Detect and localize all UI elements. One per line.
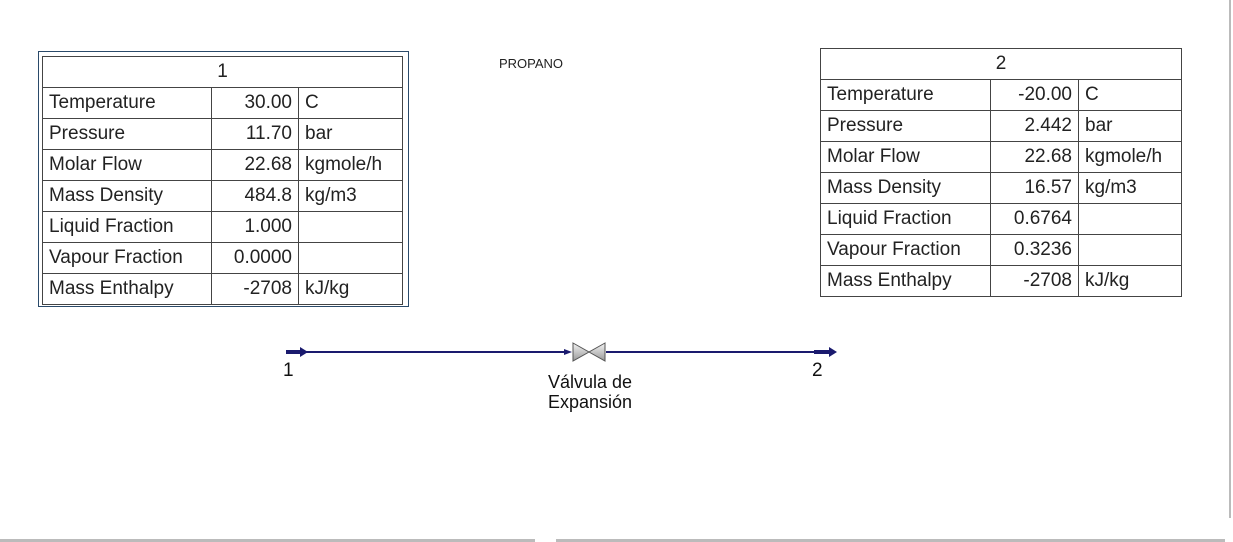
property-unit: kgmole/h (298, 149, 403, 181)
property-label: Liquid Fraction (820, 203, 991, 235)
valve-label-line-2: Expansión (547, 392, 633, 412)
property-unit: kg/m3 (298, 180, 403, 212)
property-value: 16.57 (990, 172, 1079, 204)
property-value: 22.68 (990, 141, 1079, 173)
property-value: -2708 (211, 273, 299, 305)
property-label: Mass Density (820, 172, 991, 204)
property-value: 484.8 (211, 180, 299, 212)
property-value: 0.6764 (990, 203, 1079, 235)
property-unit (1078, 234, 1182, 266)
property-label: Molar Flow (42, 149, 212, 181)
property-label: Mass Density (42, 180, 212, 212)
property-value: 1.000 (211, 211, 299, 243)
property-value: -20.00 (990, 79, 1079, 111)
property-unit: bar (1078, 110, 1182, 142)
property-unit: kJ/kg (1078, 265, 1182, 297)
property-label: Molar Flow (820, 141, 991, 173)
stream-1-table-frame (38, 51, 409, 307)
property-unit: kg/m3 (1078, 172, 1182, 204)
stream-2-label[interactable]: 2 (812, 360, 823, 381)
property-value: 0.0000 (211, 242, 299, 274)
valve-label[interactable]: Válvula de Expansión (542, 372, 638, 412)
property-label: Pressure (820, 110, 991, 142)
horizontal-scrollbar-right[interactable] (556, 539, 1225, 542)
stream-2-line[interactable] (606, 347, 837, 357)
stream-1-line[interactable] (286, 347, 572, 357)
stream-1-label[interactable]: 1 (283, 360, 294, 381)
property-value: -2708 (990, 265, 1079, 297)
property-label: Vapour Fraction (820, 234, 991, 266)
valve-label-line-1: Válvula de (547, 372, 633, 392)
property-value: 22.68 (211, 149, 299, 181)
property-unit: C (298, 87, 403, 119)
property-label: Mass Enthalpy (42, 273, 212, 305)
property-value: 2.442 (990, 110, 1079, 142)
flowsheet-title: PROPANO (499, 56, 564, 71)
property-unit: kJ/kg (298, 273, 403, 305)
property-label: Liquid Fraction (42, 211, 212, 243)
property-unit (298, 242, 403, 274)
property-label: Temperature (42, 87, 212, 119)
property-label: Mass Enthalpy (820, 265, 991, 297)
property-unit: bar (298, 118, 403, 150)
expansion-valve-icon[interactable] (572, 342, 606, 362)
horizontal-scrollbar-left[interactable] (0, 539, 535, 542)
vertical-scrollbar[interactable] (1229, 0, 1231, 518)
